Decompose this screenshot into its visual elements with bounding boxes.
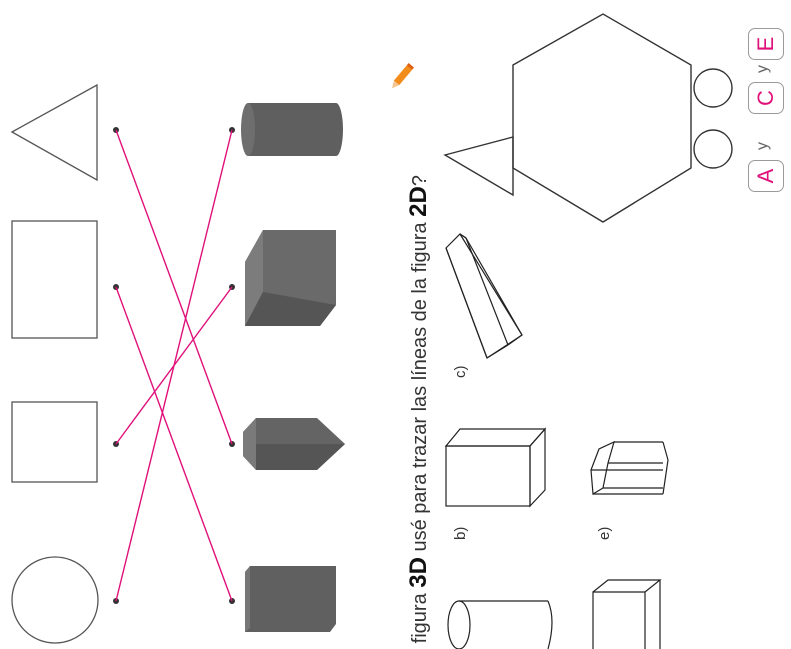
answer-letter-c: C xyxy=(753,90,778,106)
hexagon-composite-figure xyxy=(443,13,733,223)
answer-and-1: y xyxy=(754,142,771,150)
answer-letter-e: E xyxy=(753,36,778,52)
question-suffix: ? xyxy=(409,175,431,187)
question-middle: usé para trazar las líneas de la figura xyxy=(409,216,431,558)
option-label-b: b) xyxy=(452,526,469,540)
answer-box-e: E xyxy=(748,28,784,60)
pencil-icon xyxy=(392,63,414,89)
cylinder-3d xyxy=(241,103,343,156)
triangular-prism-3d xyxy=(243,418,345,470)
answer-box-a: A xyxy=(748,160,784,192)
option-d-figure xyxy=(592,579,662,649)
option-b-figure xyxy=(444,427,547,508)
question-prefix: e figura xyxy=(409,587,431,649)
match-lines xyxy=(115,129,233,602)
answer-letter-a: A xyxy=(753,168,778,184)
circle-2d xyxy=(11,556,99,644)
answer-and-2: y xyxy=(754,65,771,73)
question-text: e figura 3D usé para trazar las líneas d… xyxy=(404,60,434,649)
option-label-e: e) xyxy=(596,526,613,540)
question-bold-3d: 3D xyxy=(405,557,432,588)
option-c-figure xyxy=(445,233,523,359)
triangle-2d xyxy=(10,83,98,182)
option-e-figure xyxy=(590,440,669,496)
option-a-figure xyxy=(447,600,553,649)
question-bold-2d: 2D xyxy=(405,186,432,217)
answer-box-c: C xyxy=(748,82,784,114)
rectangle-2d xyxy=(11,220,98,339)
cube-3d xyxy=(245,230,336,326)
option-label-c: c) xyxy=(452,365,469,379)
square-2d xyxy=(11,401,98,483)
rectangular-prism-3d xyxy=(245,566,336,632)
